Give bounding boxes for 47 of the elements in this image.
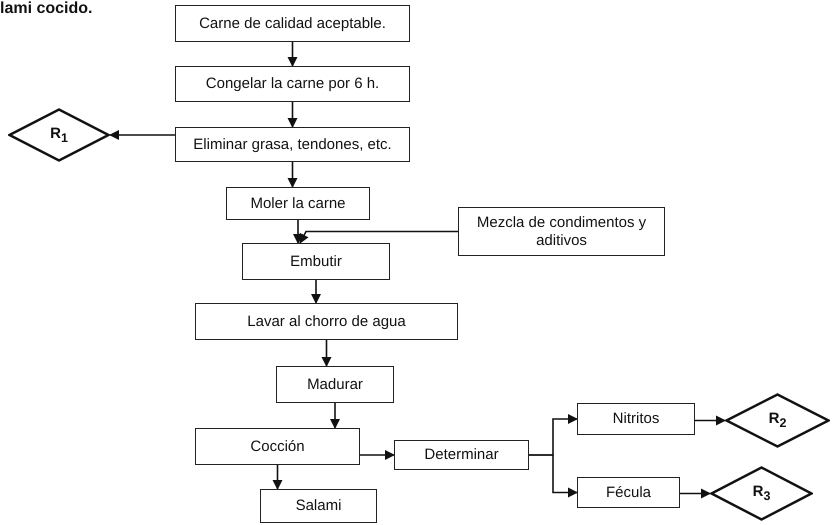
process-box <box>175 5 410 42</box>
node-label: Salami <box>294 497 342 515</box>
process-box <box>276 366 394 403</box>
process-box <box>458 207 665 256</box>
node-label: Mezcla de condimentos y aditivos <box>476 214 648 249</box>
process-box <box>242 243 390 280</box>
arrow <box>360 450 395 460</box>
node-label: Cocción <box>249 438 306 456</box>
arrow <box>695 416 726 426</box>
decision-diamond <box>8 108 110 162</box>
process-box <box>260 489 377 523</box>
arrow <box>272 465 282 490</box>
arrow <box>288 42 298 67</box>
arrow <box>680 488 711 498</box>
arrow <box>322 340 332 367</box>
arrow <box>299 230 458 244</box>
process-box <box>577 403 695 435</box>
arrow <box>109 130 175 140</box>
arrow <box>288 102 298 128</box>
arrow <box>288 162 298 188</box>
node-label: Moler la carne <box>249 194 347 212</box>
arrow <box>330 403 340 429</box>
node-label: Determinar <box>423 446 500 464</box>
node-label: Carne de calidad aceptable. <box>198 14 387 32</box>
node-label: R$_{1}$ <box>49 124 69 146</box>
process-box <box>394 440 529 470</box>
process-box <box>577 477 680 508</box>
title: lami cocido. <box>0 0 92 18</box>
node-label: R$_{3}$ <box>752 483 772 504</box>
node-label: Congelar la carne por 6 h. <box>204 75 380 93</box>
node-label: Embutir <box>289 252 343 270</box>
node-label: Lavar al chorro de agua <box>246 312 407 330</box>
node-label: Madurar <box>306 376 364 394</box>
node-label: Nitritos <box>612 410 660 428</box>
node-label: Fécula <box>604 484 652 502</box>
process-box <box>195 303 458 340</box>
process-box <box>175 127 410 162</box>
arrow <box>311 280 321 304</box>
process-box <box>195 428 360 465</box>
arrow <box>293 220 303 244</box>
process-box <box>175 66 410 102</box>
decision-diamond <box>710 466 813 521</box>
process-box <box>226 187 370 220</box>
decision-diamond <box>725 393 830 448</box>
node-label: R$_{2}$ <box>768 410 788 431</box>
arrow <box>529 454 578 498</box>
node-label: Eliminar grasa, tendones, etc. <box>192 136 393 154</box>
